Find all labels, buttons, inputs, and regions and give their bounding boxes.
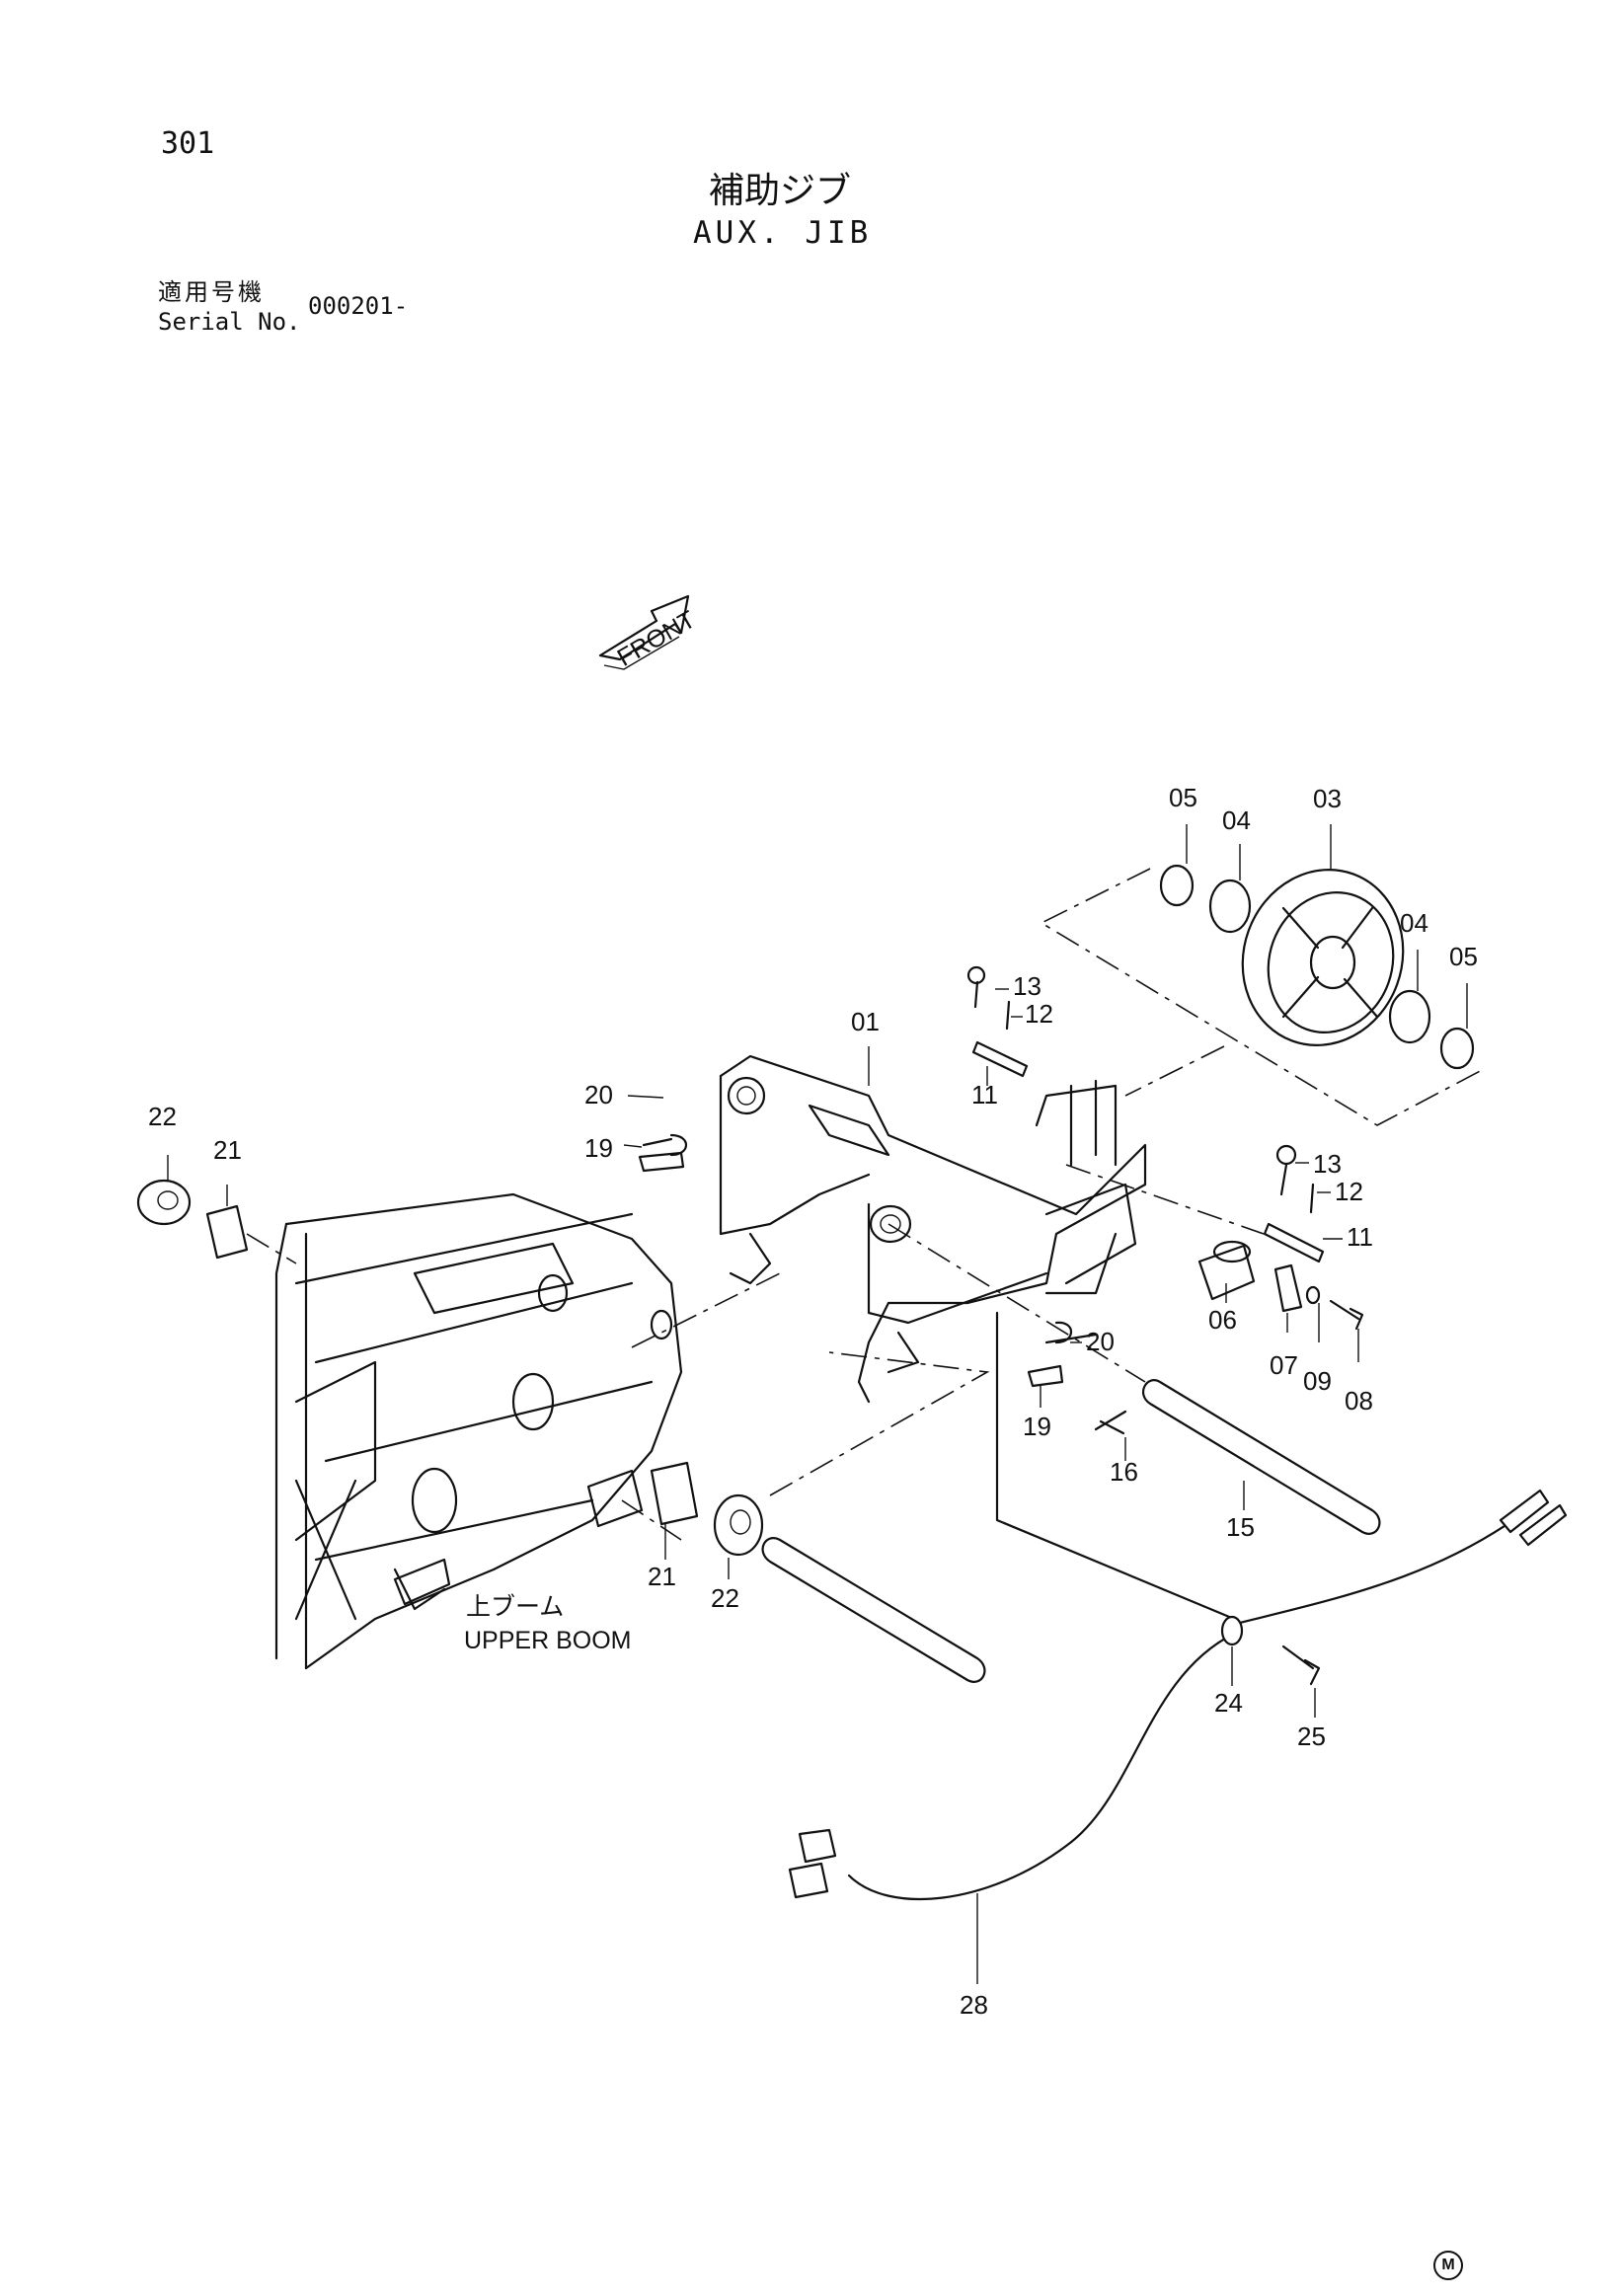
callout-19-left: 19	[584, 1133, 613, 1163]
callout-11-right: 11	[1347, 1222, 1373, 1252]
clip-ring-13-top	[966, 965, 986, 985]
clip-part-13-right	[1279, 1163, 1288, 1196]
callout-16: 16	[1110, 1457, 1138, 1487]
callout-03: 03	[1313, 784, 1342, 813]
pin-part-20-left	[642, 1133, 688, 1157]
bushing-part-21-bottom	[650, 1461, 699, 1526]
bolt-part-08	[1329, 1299, 1364, 1331]
bearing-part-04-top	[1208, 879, 1252, 934]
callout-12-top: 12	[1025, 999, 1053, 1029]
callout-21-top: 21	[213, 1135, 242, 1165]
pin-part-11-top	[971, 1040, 1029, 1078]
callout-25: 25	[1297, 1722, 1326, 1751]
manufacturer-mark: M	[1433, 2251, 1463, 2280]
callout-20-left: 20	[584, 1080, 613, 1110]
bolt-part-25	[1281, 1645, 1321, 1686]
upper-boom-label-english: UPPER BOOM	[464, 1627, 631, 1654]
clip-ring-13-right	[1275, 1144, 1297, 1166]
collar-part-06-end	[1212, 1240, 1252, 1263]
bearing-part-04-right	[1388, 989, 1431, 1044]
lock-plate-part-19-right	[1027, 1364, 1064, 1388]
callout-28: 28	[960, 1990, 988, 2020]
lock-plate-part-19-left	[638, 1151, 685, 1173]
wire-harness-upper	[1222, 1498, 1542, 1629]
sheave-leader	[1124, 1045, 1225, 1097]
callout-13-right: 13	[1313, 1149, 1342, 1179]
front-direction-arrow: FRONT	[598, 594, 700, 672]
callout-19-right: 19	[1023, 1412, 1051, 1441]
serial-label-japanese: 適用号機	[158, 278, 265, 306]
plate-part-07	[1273, 1263, 1303, 1313]
bushing-part-21-top	[205, 1204, 249, 1260]
callout-24: 24	[1214, 1688, 1243, 1718]
pin-part-16	[1094, 1410, 1127, 1435]
serial-number-value: 000201-	[308, 292, 409, 320]
washer-part-09	[1305, 1285, 1321, 1305]
pin-part-20-right	[1044, 1321, 1098, 1344]
pin-shaft	[761, 1537, 986, 1683]
connector-bottom	[788, 1862, 829, 1899]
seal-ring-part-05-right	[1439, 1027, 1475, 1070]
callout-05-right: 05	[1449, 942, 1478, 971]
collar-part-06	[1197, 1244, 1256, 1301]
upper-boom-structure	[274, 1192, 781, 1670]
callout-20-right: 20	[1086, 1327, 1115, 1356]
page-number: 301	[161, 126, 215, 161]
wire-harness-part-28	[847, 1632, 1236, 1901]
callout-15: 15	[1226, 1512, 1255, 1542]
callout-06: 06	[1208, 1305, 1237, 1335]
sheave-assembly-outline	[1040, 868, 1487, 1126]
callout-09: 09	[1303, 1366, 1332, 1396]
callout-12-right: 12	[1335, 1177, 1363, 1206]
callout-04-right: 04	[1400, 908, 1428, 938]
callout-22-top: 22	[148, 1102, 177, 1131]
callout-13-top: 13	[1013, 971, 1041, 1001]
title-english: AUX. JIB	[693, 215, 873, 251]
sheave-part-03	[1241, 869, 1405, 1046]
callout-07: 07	[1270, 1350, 1298, 1380]
harness-leader-line	[995, 1311, 1236, 1621]
pin-part-12-right	[1309, 1183, 1315, 1214]
terminal-lower	[1518, 1503, 1568, 1547]
upper-boom-label-japanese: 上ブーム	[466, 1593, 564, 1621]
plate-part-22-top	[136, 1179, 192, 1226]
seal-ring-part-05-top	[1159, 864, 1195, 907]
pin-axis-line	[1065, 1164, 1265, 1235]
lower-assembly-outline	[769, 1351, 990, 1496]
connector-top	[798, 1828, 837, 1864]
lower-pin-axis-line	[887, 1223, 1146, 1383]
title-japanese: 補助ジブ	[709, 171, 852, 211]
pin-part-11-right	[1263, 1222, 1325, 1263]
clamp-part-24	[1220, 1615, 1244, 1646]
plate-part-22-bottom	[713, 1493, 764, 1557]
terminal-upper	[1499, 1489, 1550, 1534]
part-callouts: 05 04 03 04 05 13 12 01 11 20 19 22 21 1…	[148, 783, 1478, 2020]
pin-part-12-top	[1005, 1000, 1011, 1031]
callout-leaders	[167, 824, 1468, 1984]
callout-04-top: 04	[1222, 805, 1251, 835]
serial-label-english: Serial No.	[158, 308, 301, 336]
callout-22-bottom: 22	[711, 1583, 739, 1613]
callout-08: 08	[1345, 1386, 1373, 1416]
callout-21-bottom: 21	[648, 1562, 676, 1591]
bushing-leader-top	[246, 1233, 297, 1264]
callout-05-top: 05	[1169, 783, 1197, 812]
callout-01: 01	[851, 1007, 880, 1036]
pin-part-15	[1142, 1379, 1381, 1535]
bracket-part-01	[719, 1054, 1147, 1404]
clip-part-13-top	[973, 980, 979, 1009]
callout-11-top: 11	[971, 1080, 998, 1110]
